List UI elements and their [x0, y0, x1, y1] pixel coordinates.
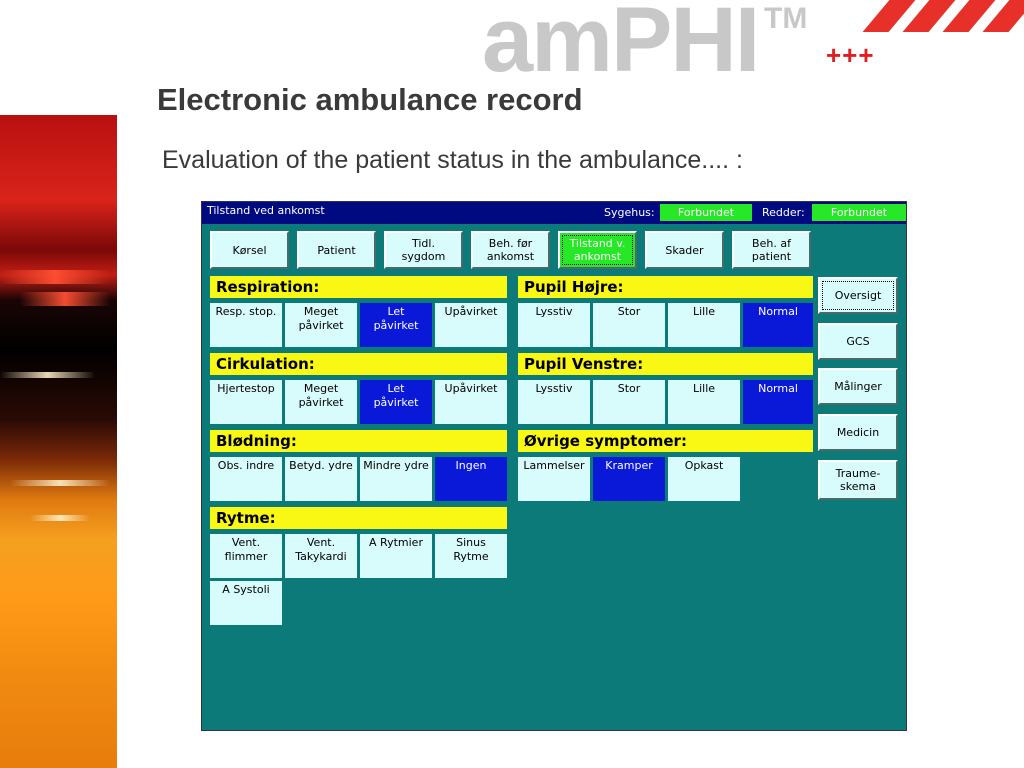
ambulance-record-window: Tilstand ved ankomst Sygehus: Forbundet … — [201, 201, 907, 731]
blodning-option[interactable]: Betyd. ydre — [285, 457, 357, 501]
cirkulation-header: Cirkulation: — [210, 353, 507, 375]
amphi-logo: amPHI — [482, 0, 760, 91]
rytme-option[interactable]: Vent. flimmer — [210, 534, 282, 578]
malinger-button[interactable]: Målinger — [818, 368, 898, 405]
pupil-hojre-option-selected[interactable]: Normal — [743, 303, 813, 347]
pupil-hojre-option[interactable]: Lille — [668, 303, 740, 347]
cirkulation-option[interactable]: Upåvirket — [435, 380, 507, 424]
pupil-venstre-option[interactable]: Lysstiv — [518, 380, 590, 424]
tab-skader[interactable]: Skader — [645, 231, 724, 269]
pupil-hojre-header: Pupil Højre: — [518, 276, 813, 298]
blodning-header: Blødning: — [210, 430, 507, 452]
trademark-symbol: TM — [764, 2, 808, 35]
respiration-option-selected[interactable]: Let påvirket — [360, 303, 432, 347]
slide-subtitle: Evaluation of the patient status in the … — [162, 146, 743, 174]
rytme-header: Rytme: — [210, 507, 507, 529]
traumeskema-button[interactable]: Traume- skema — [818, 460, 898, 500]
rytme-option[interactable]: Vent. Takykardi — [285, 534, 357, 578]
respiration-header: Respiration: — [210, 276, 507, 298]
respiration-option[interactable]: Upåvirket — [435, 303, 507, 347]
window-titlebar: Tilstand ved ankomst Sygehus: Forbundet … — [202, 202, 906, 224]
tab-beh-af-patient[interactable]: Beh. af patient — [732, 231, 811, 269]
pupil-hojre-option[interactable]: Lysstiv — [518, 303, 590, 347]
rytme-option[interactable]: A Rytmier — [360, 534, 432, 578]
rescuer-status-badge: Forbundet — [812, 204, 906, 221]
ovrige-option-selected[interactable]: Kramper — [593, 457, 665, 501]
respiration-option[interactable]: Resp. stop. — [210, 303, 282, 347]
tab-tilstand-v-ankomst[interactable]: Tilstand v. ankomst — [558, 231, 637, 269]
rescuer-label: Redder: — [762, 206, 805, 219]
tab-beh-for-ankomst[interactable]: Beh. før ankomst — [471, 231, 550, 269]
rytme-option[interactable]: Sinus Rytme — [435, 534, 507, 578]
cirkulation-option[interactable]: Hjertestop — [210, 380, 282, 424]
light-streak — [10, 480, 110, 486]
cirkulation-option[interactable]: Meget påvirket — [285, 380, 357, 424]
decorative-photo-strip — [0, 0, 117, 768]
medicin-button[interactable]: Medicin — [818, 414, 898, 451]
pupil-hojre-option[interactable]: Stor — [593, 303, 665, 347]
blodning-option-selected[interactable]: Ingen — [435, 457, 507, 501]
hospital-status-badge: Forbundet — [660, 204, 752, 221]
gcs-button[interactable]: GCS — [818, 323, 898, 360]
pupil-venstre-header: Pupil Venstre: — [518, 353, 813, 375]
slide-title: Electronic ambulance record — [157, 82, 583, 117]
window-title: Tilstand ved ankomst — [207, 204, 325, 217]
pupil-venstre-option[interactable]: Lille — [668, 380, 740, 424]
light-streak — [30, 515, 90, 521]
cirkulation-option-selected[interactable]: Let påvirket — [360, 380, 432, 424]
tab-patient[interactable]: Patient — [297, 231, 376, 269]
ovrige-option[interactable]: Lammelser — [518, 457, 590, 501]
logo-plus-signs: +++ — [826, 40, 875, 70]
light-streak — [0, 270, 110, 284]
blodning-option[interactable]: Mindre ydre — [360, 457, 432, 501]
blodning-option[interactable]: Obs. indre — [210, 457, 282, 501]
pupil-venstre-option[interactable]: Stor — [593, 380, 665, 424]
rytme-option[interactable]: A Systoli — [210, 581, 282, 625]
tab-tidl-sygdom[interactable]: Tidl. sygdom — [384, 231, 463, 269]
respiration-option[interactable]: Meget påvirket — [285, 303, 357, 347]
light-streak — [0, 372, 95, 378]
oversigt-button[interactable]: Oversigt — [818, 277, 898, 314]
pupil-venstre-option-selected[interactable]: Normal — [743, 380, 813, 424]
tab-korsel[interactable]: Kørsel — [210, 231, 289, 269]
ovrige-option[interactable]: Opkast — [668, 457, 740, 501]
light-streak — [20, 292, 110, 306]
ovrige-symptomer-header: Øvrige symptomer: — [518, 430, 813, 452]
hospital-label: Sygehus: — [604, 206, 655, 219]
logo-stripes — [858, 0, 1024, 32]
